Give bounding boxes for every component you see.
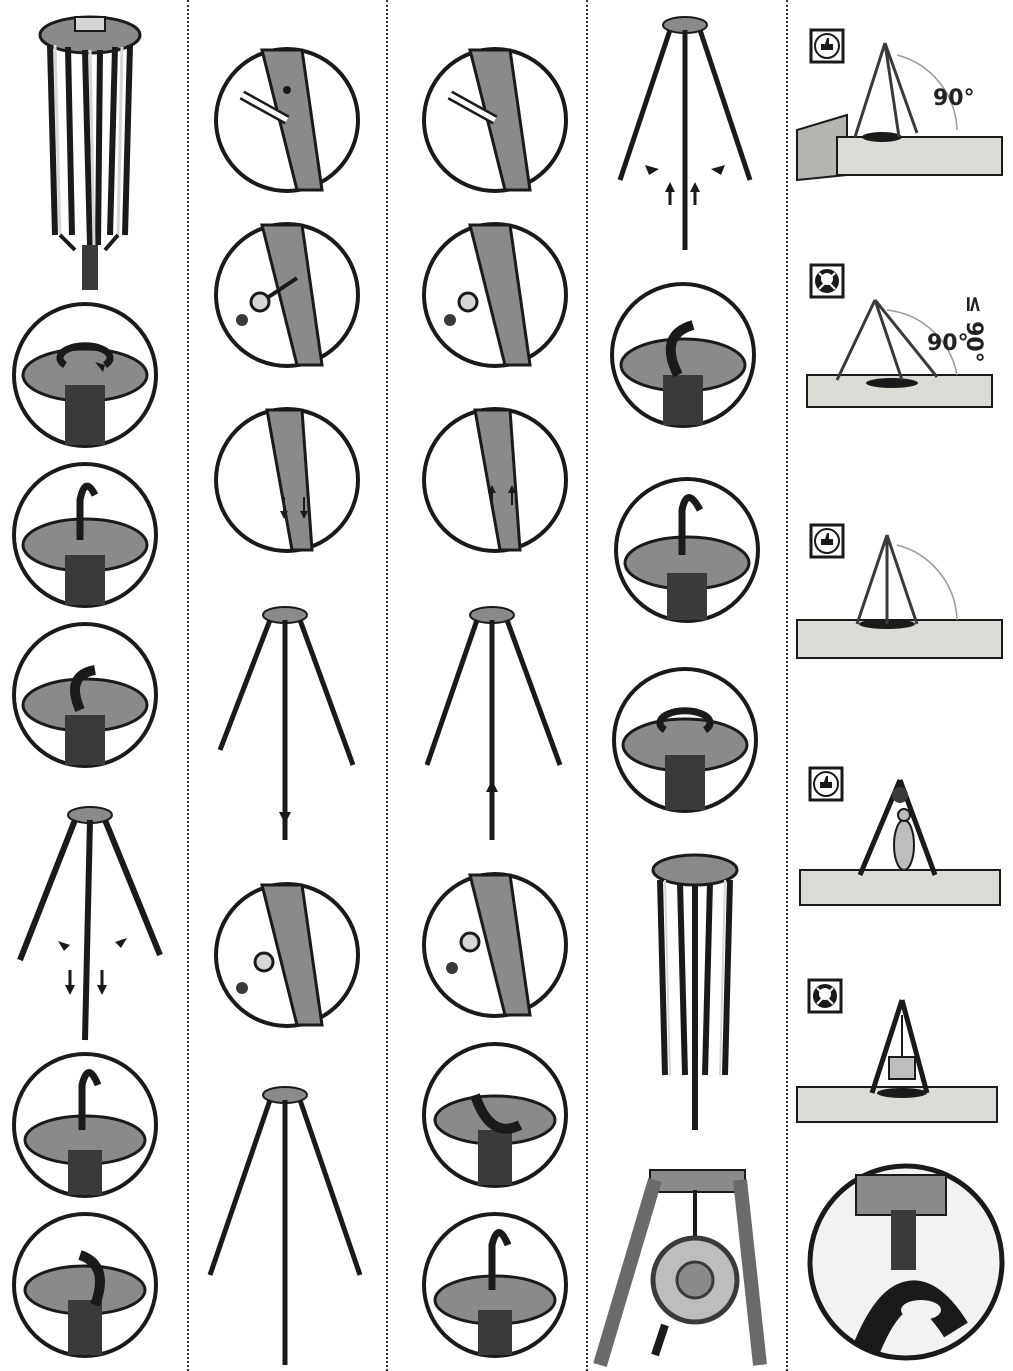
tripod-close-legs-1	[605, 10, 765, 255]
column-divider-2	[386, 0, 388, 1371]
folded-tripod-illustration	[20, 5, 160, 295]
column-divider-1	[187, 0, 189, 1371]
column-divider-3	[586, 0, 588, 1371]
detail-head-rotate-4	[420, 1040, 570, 1190]
detail-head-lift-4	[612, 475, 762, 625]
column-divider-4	[786, 0, 788, 1371]
safety-scene-forbidden-load	[797, 975, 1002, 1125]
tripod-standing-1	[205, 1080, 365, 1370]
safety-scene-approved-edge: 90°	[797, 25, 1007, 190]
thumbs-up-icon	[811, 30, 843, 62]
folded-tripod-illustration-2	[640, 845, 750, 1135]
detail-head-rotate-6	[610, 665, 760, 815]
detail-leg-slide-1	[212, 405, 362, 555]
detail-head-rotate-3	[10, 1210, 160, 1360]
detail-head-rotate-5	[608, 280, 758, 430]
safety-scene-forbidden-tilt: ≤ 90° 90°	[797, 255, 1007, 420]
detail-leg-pin-4	[420, 45, 570, 195]
thumbs-up-icon	[810, 768, 842, 800]
detail-leg-pin-3	[212, 880, 362, 1030]
detail-head-rotate-1	[10, 300, 160, 450]
detail-head-lift-3	[420, 1210, 570, 1360]
tripod-extend-legs-1	[205, 600, 365, 840]
detail-leg-pin-6	[420, 870, 570, 1020]
detail-head-lift-2	[10, 1050, 160, 1200]
detail-leg-pin-2	[212, 220, 362, 370]
winch-mounted-photo	[595, 1160, 765, 1365]
detail-leg-slide-2	[420, 405, 570, 555]
angle-label-90-top: 90°	[933, 86, 975, 111]
detail-head-lift-1	[10, 460, 160, 610]
detail-hook-connection	[806, 1160, 1006, 1365]
tripod-spread-legs-1	[10, 800, 170, 1040]
detail-head-rotate-2	[10, 620, 160, 770]
tripod-retract-legs-1	[412, 600, 572, 840]
detail-leg-pin-5	[420, 220, 570, 370]
skull-crossbones-icon	[809, 980, 841, 1012]
angle-label-90-mid: 90°	[927, 331, 969, 356]
safety-scene-approved-level	[797, 520, 1007, 665]
safety-scene-approved-person	[800, 765, 1005, 910]
thumbs-up-icon	[811, 525, 843, 557]
skull-crossbones-icon	[811, 265, 843, 297]
detail-leg-pin-1	[212, 45, 362, 195]
